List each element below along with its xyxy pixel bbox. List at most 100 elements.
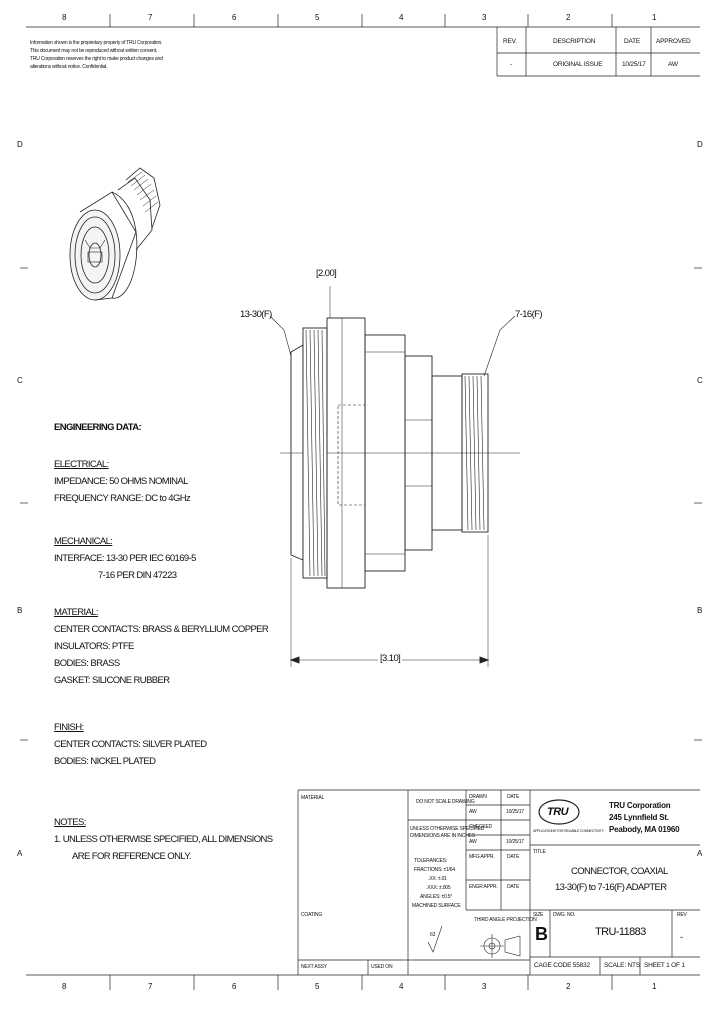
tb-drawn-date-label: DATE xyxy=(507,794,520,800)
tb-unless-1: UNLESS OTHERWISE SPECIFIED xyxy=(410,826,485,832)
zone-top-5: 5 xyxy=(315,13,320,22)
finish-line-2: BODIES: NICKEL PLATED xyxy=(54,756,156,767)
zone-bottom-4: 4 xyxy=(399,982,404,991)
tru-logo-text: TRU xyxy=(547,806,569,818)
tb-material-label: MATERIAL xyxy=(301,795,325,801)
electrical-line-2: FREQUENCY RANGE: DC to 4GHz xyxy=(54,493,191,504)
zone-bottom-2: 2 xyxy=(566,982,571,991)
notice-line-3: TRU Corporation reserves the right to ma… xyxy=(30,56,163,62)
notice-line-2: This document may not be reproduced with… xyxy=(30,48,158,54)
zone-right-d: D xyxy=(697,140,703,149)
tb-do-not-scale: DO NOT SCALE DRAWING xyxy=(416,799,475,805)
zone-top-7: 7 xyxy=(148,13,153,22)
tb-tol-4: .XXX: ±.005 xyxy=(426,885,451,891)
electrical-line-1: IMPEDANCE: 50 OHMS NOMINAL xyxy=(54,476,188,487)
tb-finish-label: COATING xyxy=(301,912,323,918)
tb-engr-date: DATE xyxy=(507,884,520,890)
zone-top-1: 1 xyxy=(652,13,657,22)
tb-tol-6: MACHINED SURFACE xyxy=(412,903,461,909)
material-line-2: INSULATORS: PTFE xyxy=(54,641,134,652)
notes-heading: NOTES: xyxy=(54,817,86,828)
notes-line-2: ARE FOR REFERENCE ONLY. xyxy=(72,851,191,862)
material-line-1: CENTER CONTACTS: BRASS & BERYLLIUM COPPE… xyxy=(54,624,269,635)
drawing-title-line-2: 13-30(F) to 7-16(F) ADAPTER xyxy=(555,882,667,893)
rev-row-rev: - xyxy=(510,61,512,68)
rev-row-approved: AW xyxy=(668,61,678,68)
zone-bottom-7: 7 xyxy=(148,982,153,991)
tb-tol-3: .XX: ±.01 xyxy=(428,876,447,882)
surface-finish-icon xyxy=(427,925,443,953)
tb-cage-code: CAGE CODE 55832 xyxy=(534,962,590,969)
tb-checked-by: AW xyxy=(469,839,477,845)
dimension-right-thread: 7-16(F) xyxy=(515,309,543,320)
tru-logo-caption: APPLICATIONS FOR RELIABLE CONNECTIVITY xyxy=(533,829,604,833)
mechanical-line-2: 7-16 PER DIN 47223 xyxy=(98,570,177,581)
notice-line-4: alterations without notice. Confidential… xyxy=(30,64,108,70)
zone-bottom-3: 3 xyxy=(482,982,487,991)
mechanical-heading: MECHANICAL: xyxy=(54,536,113,547)
tb-checked-label: CHECKED xyxy=(469,824,493,830)
rev-row-description: ORIGINAL ISSUE xyxy=(553,61,603,68)
zone-left-a: A xyxy=(17,849,23,858)
tb-dwg-label: DWG. NO. xyxy=(553,912,576,918)
rev-header-approved: APPROVED xyxy=(656,38,691,45)
rev-header-rev: REV. xyxy=(503,38,517,45)
zone-bottom-5: 5 xyxy=(315,982,320,991)
notes-line-1: 1. UNLESS OTHERWISE SPECIFIED, ALL DIMEN… xyxy=(54,834,273,845)
electrical-heading: ELECTRICAL: xyxy=(54,459,109,470)
tb-drawn-label: DRAWN xyxy=(469,794,487,800)
notice-line-1: Information shown is the proprietary pro… xyxy=(30,40,163,46)
tb-unless-2: DIMENSIONS ARE IN INCHES xyxy=(410,833,475,839)
zone-left-d: D xyxy=(17,140,23,149)
drawing-title-line-1: CONNECTOR, COAXIAL xyxy=(571,866,668,877)
zone-bottom-6: 6 xyxy=(232,982,237,991)
zone-ticks-sides xyxy=(20,267,702,741)
mechanical-line-1: INTERFACE: 13-30 PER IEC 60169-5 xyxy=(54,553,196,564)
tb-sheet: SHEET 1 OF 1 xyxy=(644,962,685,969)
material-line-3: BODIES: BRASS xyxy=(54,658,120,669)
tb-next-assy: NEXT ASSY xyxy=(301,964,327,970)
tb-used-on: USED ON xyxy=(371,964,393,970)
revision-block-lines xyxy=(496,27,700,77)
title-block-lines xyxy=(297,789,700,975)
rev-row-date: 10/25/17 xyxy=(622,61,646,68)
tb-engr-label: ENGR APPR. xyxy=(469,884,498,890)
tb-tol-1: TOLERANCES: xyxy=(414,858,447,864)
zone-ticks-top xyxy=(109,14,613,27)
zone-right-c: C xyxy=(697,376,703,385)
zone-top-2: 2 xyxy=(566,13,571,22)
tb-mfg-label: MFG APPR. xyxy=(469,854,495,860)
rev-header-date: DATE xyxy=(624,38,641,45)
material-heading: MATERIAL: xyxy=(54,607,99,618)
zone-right-a: A xyxy=(697,849,703,858)
tb-third-angle: THIRD ANGLE PROJECTION xyxy=(474,917,537,923)
zone-top-4: 4 xyxy=(399,13,404,22)
tb-scale: SCALE: NTS xyxy=(604,962,640,969)
company-name: TRU Corporation xyxy=(609,801,671,810)
zone-top-8: 8 xyxy=(62,13,67,22)
tb-size-value: B xyxy=(535,924,548,944)
tb-dwg-value: TRU-11883 xyxy=(595,926,646,938)
zone-top-6: 6 xyxy=(232,13,237,22)
connector-side-view xyxy=(269,286,520,667)
tb-rev-value: - xyxy=(680,932,683,943)
zone-right-b: B xyxy=(697,606,703,615)
engineering-title: ENGINEERING DATA: xyxy=(54,422,142,433)
tru-logo-icon xyxy=(538,799,580,825)
tb-drawn-by: AW xyxy=(469,809,477,815)
dimension-length: [3.10] xyxy=(378,653,403,664)
finish-line-1: CENTER CONTACTS: SILVER PLATED xyxy=(54,739,207,750)
zone-left-b: B xyxy=(17,606,23,615)
zone-left-c: C xyxy=(17,376,23,385)
company-street: 245 Lynnfield St. xyxy=(609,813,669,822)
dimension-width: [2.00] xyxy=(316,268,337,279)
zone-ticks-bottom xyxy=(109,975,613,990)
rev-header-description: DESCRIPTION xyxy=(553,38,596,45)
tb-drawn-date: 10/25/17 xyxy=(506,809,524,815)
dimension-left-thread: 13-30(F) xyxy=(240,309,272,320)
tb-tol-2: FRACTIONS: ±1/64 xyxy=(414,867,455,873)
tb-finish-mark: 63 xyxy=(430,932,436,938)
company-city: Peabody, MA 01960 xyxy=(609,825,680,834)
tb-tol-5: ANGLES: ±0.5° xyxy=(420,894,453,900)
